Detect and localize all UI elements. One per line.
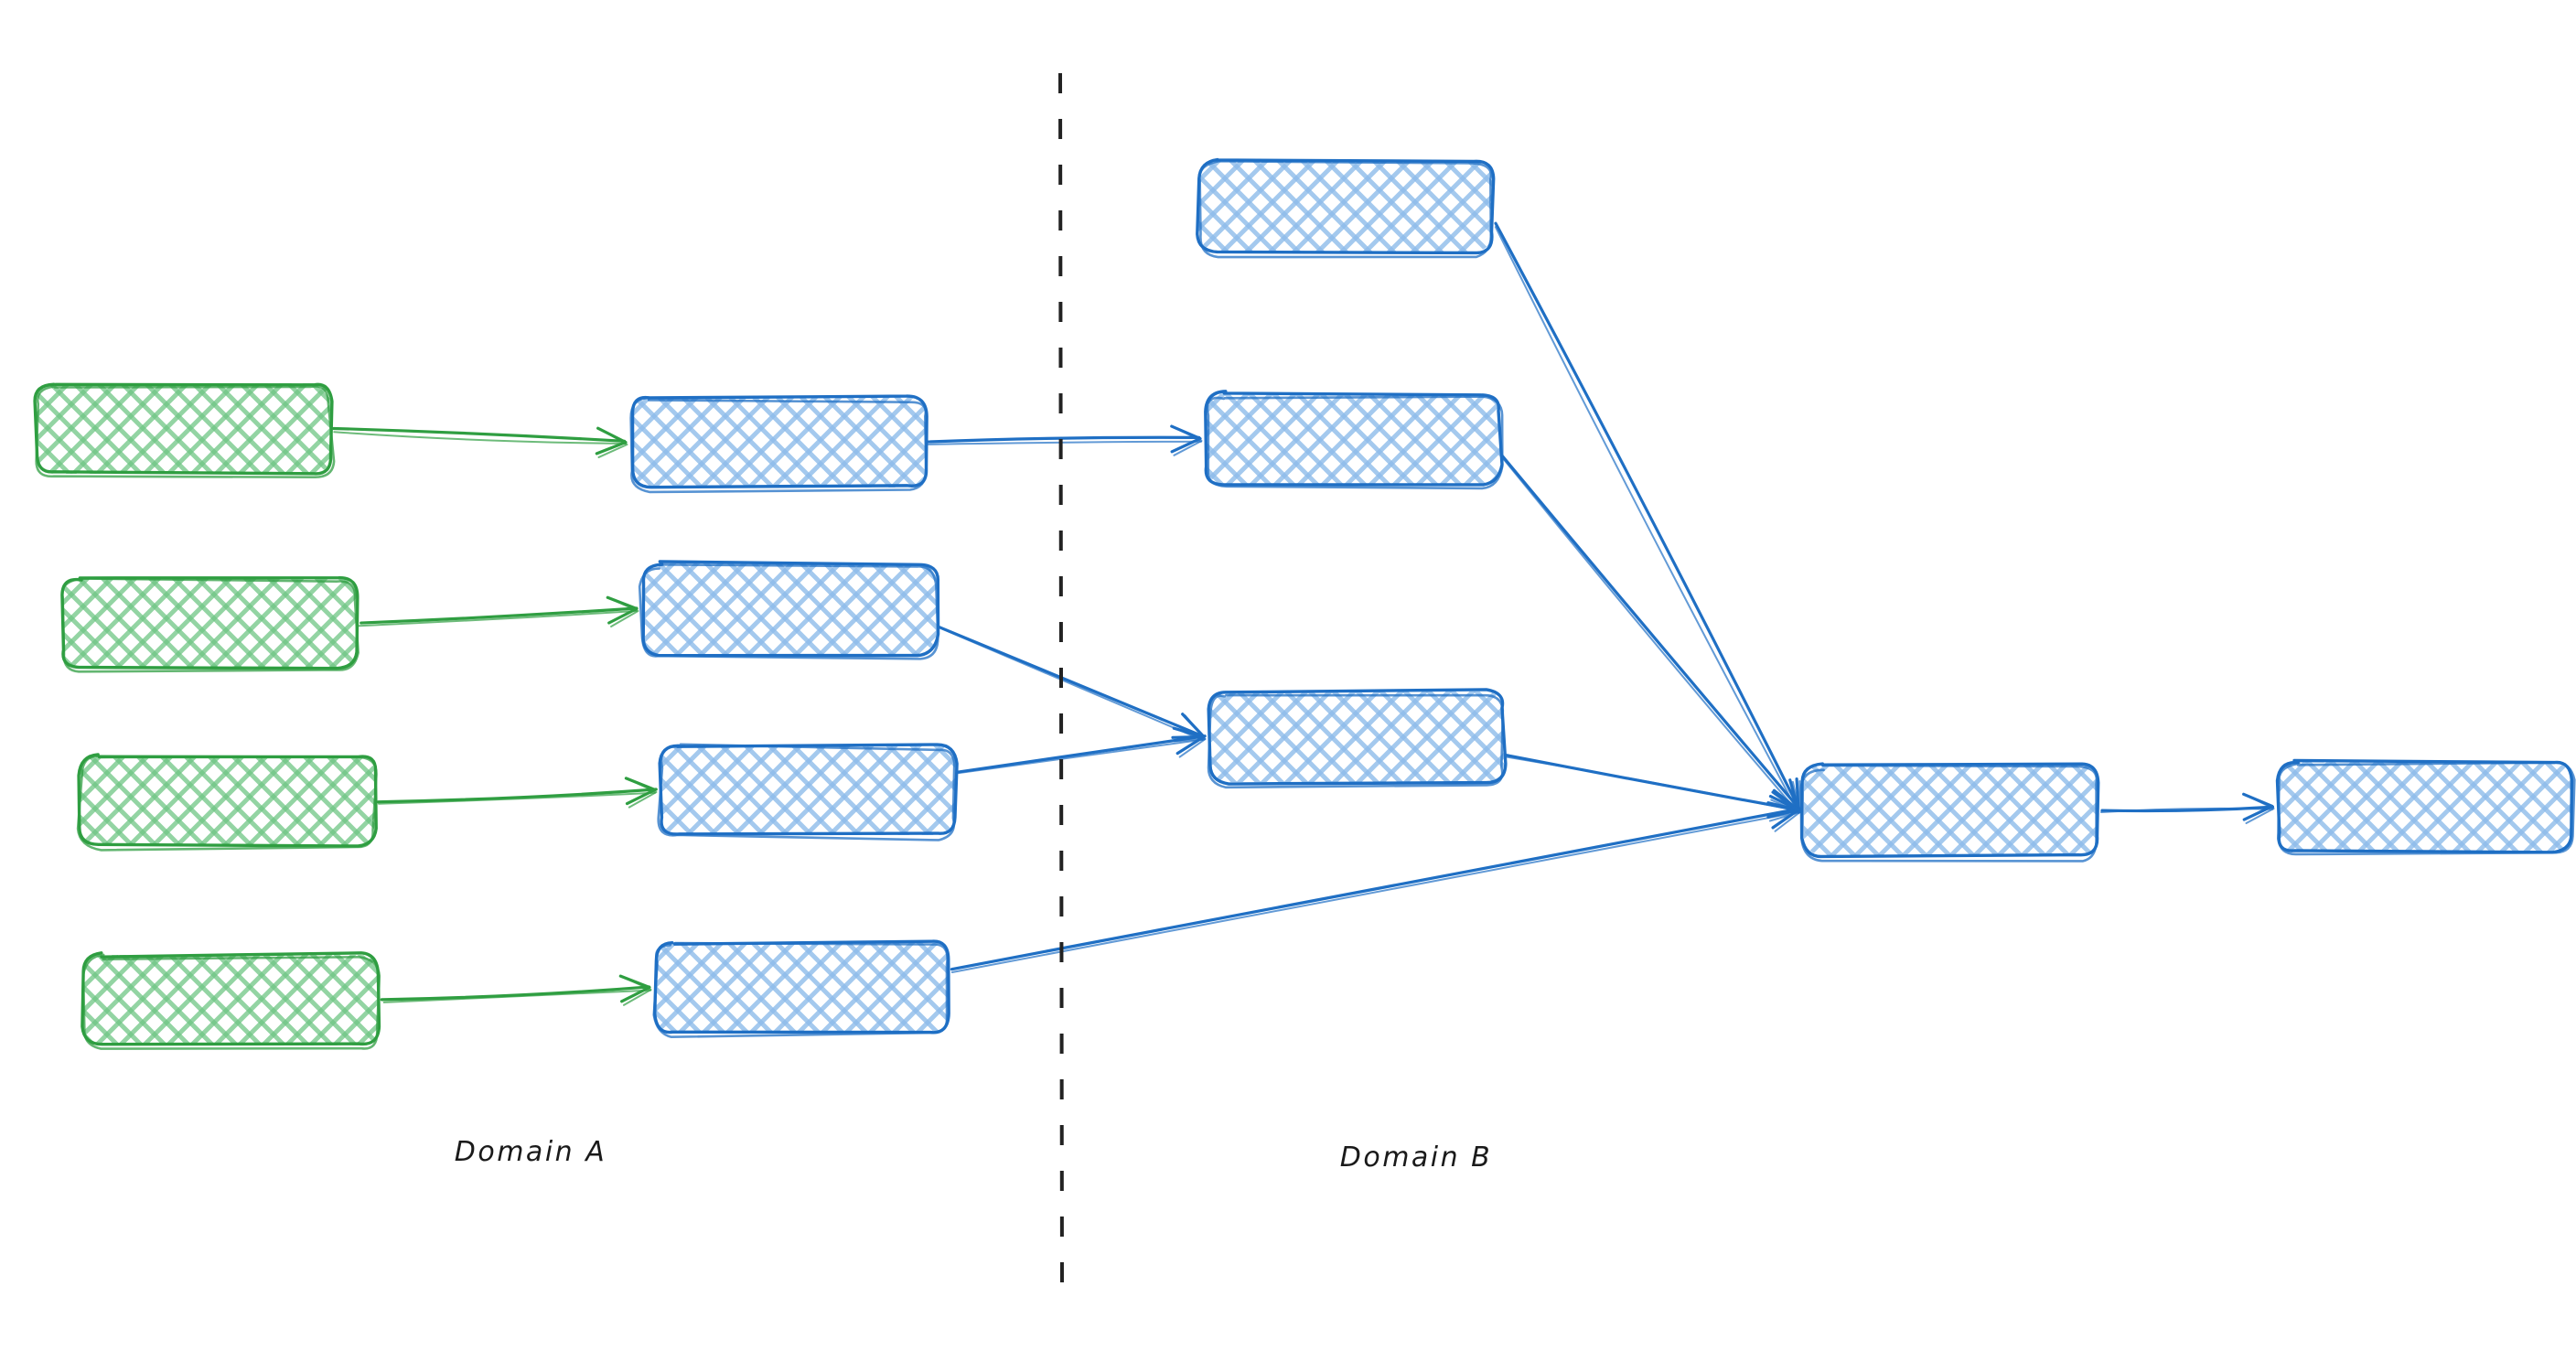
domain-divider-icon bbox=[1058, 72, 1064, 1292]
node-fill bbox=[660, 745, 955, 835]
node-b-blue-3[interactable] bbox=[1207, 688, 1508, 789]
node-b-blue-1[interactable] bbox=[1196, 157, 1496, 259]
node-outline-secondary bbox=[76, 755, 378, 852]
edge-line bbox=[926, 435, 1201, 444]
node-b-blue-5[interactable] bbox=[2275, 758, 2576, 856]
node-a-green-3[interactable] bbox=[76, 753, 378, 852]
node-outline-secondary bbox=[2277, 761, 2576, 856]
node-a-blue-2[interactable] bbox=[638, 560, 940, 660]
node-outline bbox=[80, 951, 381, 1046]
node-outline-secondary bbox=[81, 953, 381, 1050]
node-outline bbox=[1207, 688, 1508, 786]
node-outline-secondary bbox=[1207, 693, 1505, 789]
node-outline-secondary bbox=[1799, 764, 2098, 863]
edge-arrowhead bbox=[2244, 794, 2275, 825]
node-b-blue-4[interactable] bbox=[1799, 762, 2100, 863]
node-outline-secondary bbox=[638, 563, 939, 660]
node-a-green-2[interactable] bbox=[60, 576, 360, 673]
node-outline-secondary bbox=[1197, 159, 1493, 259]
divider-layer bbox=[1058, 72, 1064, 1292]
edge-line bbox=[956, 738, 1206, 775]
node-fill bbox=[80, 756, 375, 846]
edge-line bbox=[2099, 807, 2274, 813]
edge-line bbox=[950, 807, 1800, 971]
node-fill bbox=[2278, 761, 2572, 852]
node-fill bbox=[37, 383, 331, 474]
edge-b-blue-4-to-b-blue-5 bbox=[2099, 792, 2275, 825]
edge-a-blue-1-to-b-blue-2 bbox=[926, 424, 1203, 456]
node-fill bbox=[631, 397, 926, 488]
edge-arrowhead bbox=[597, 428, 628, 458]
edge-line bbox=[360, 606, 639, 625]
edge-line bbox=[950, 810, 1799, 973]
edge-line bbox=[332, 426, 627, 443]
edge-line bbox=[376, 788, 658, 804]
edge-line bbox=[378, 791, 656, 805]
edge-b-blue-3-to-b-blue-4 bbox=[1504, 754, 1801, 822]
edge-arrowhead bbox=[1768, 792, 1801, 822]
node-outline-secondary bbox=[35, 385, 336, 478]
edge-b-blue-1-to-b-blue-4 bbox=[1494, 221, 1801, 813]
edge-a-green-3-to-a-blue-3 bbox=[376, 777, 658, 809]
edge-arrowhead bbox=[627, 777, 658, 809]
node-fill bbox=[84, 955, 379, 1045]
node-outline-secondary bbox=[1206, 395, 1504, 490]
edge-a-blue-4-to-b-blue-4 bbox=[950, 801, 1801, 973]
edge-line bbox=[940, 627, 1204, 742]
edge-arrowhead bbox=[608, 597, 639, 627]
node-a-blue-1[interactable] bbox=[629, 394, 928, 494]
edge-line bbox=[1494, 226, 1799, 813]
node-outline-secondary bbox=[60, 577, 360, 673]
node-outline bbox=[1800, 762, 2100, 859]
edge-arrowhead bbox=[1172, 426, 1203, 456]
edge-arrowhead bbox=[1175, 728, 1207, 758]
node-fill bbox=[1206, 393, 1500, 484]
edges-layer bbox=[332, 221, 2275, 1006]
edge-line bbox=[382, 989, 652, 1003]
domain-b-label: Domain B bbox=[1340, 1142, 1493, 1174]
node-fill bbox=[1209, 691, 1504, 782]
edge-line bbox=[1505, 756, 1799, 812]
node-outline-secondary bbox=[652, 941, 949, 1039]
edge-arrowhead bbox=[621, 976, 652, 1006]
node-fill bbox=[642, 563, 937, 654]
node-fill bbox=[62, 578, 357, 669]
node-outline bbox=[33, 382, 334, 476]
edge-a-green-4-to-a-blue-4 bbox=[380, 974, 652, 1006]
edge-line bbox=[333, 431, 627, 445]
node-outline-secondary bbox=[629, 396, 928, 494]
node-b-blue-2[interactable] bbox=[1204, 390, 1504, 490]
edge-b-blue-2-to-b-blue-4 bbox=[1500, 454, 1802, 815]
node-a-blue-3[interactable] bbox=[657, 743, 959, 841]
node-fill bbox=[1198, 161, 1493, 252]
node-a-green-4[interactable] bbox=[80, 951, 381, 1050]
edge-a-green-1-to-a-blue-1 bbox=[332, 426, 628, 458]
node-a-green-1[interactable] bbox=[33, 382, 336, 478]
edge-line bbox=[1494, 221, 1801, 811]
edge-a-green-2-to-a-blue-2 bbox=[358, 595, 639, 627]
edge-a-blue-3-to-b-blue-3 bbox=[955, 726, 1207, 775]
edge-line bbox=[380, 985, 651, 1002]
edge-line bbox=[928, 440, 1203, 445]
node-outline-secondary bbox=[657, 743, 956, 841]
divider-dashed-line bbox=[1058, 72, 1064, 1292]
node-a-blue-4[interactable] bbox=[652, 939, 950, 1039]
nodes-layer bbox=[33, 157, 2576, 1050]
edge-line bbox=[1500, 454, 1802, 811]
edge-line bbox=[1501, 456, 1800, 815]
domain-a-label: Domain A bbox=[455, 1136, 606, 1168]
node-fill bbox=[655, 942, 950, 1033]
labels-layer: Domain A Domain B bbox=[455, 1136, 1493, 1174]
edge-line bbox=[955, 734, 1207, 774]
edge-line bbox=[358, 610, 638, 627]
node-fill bbox=[1804, 765, 2098, 855]
edge-line bbox=[938, 626, 1206, 738]
edge-a-blue-2-to-b-blue-3 bbox=[938, 626, 1207, 743]
